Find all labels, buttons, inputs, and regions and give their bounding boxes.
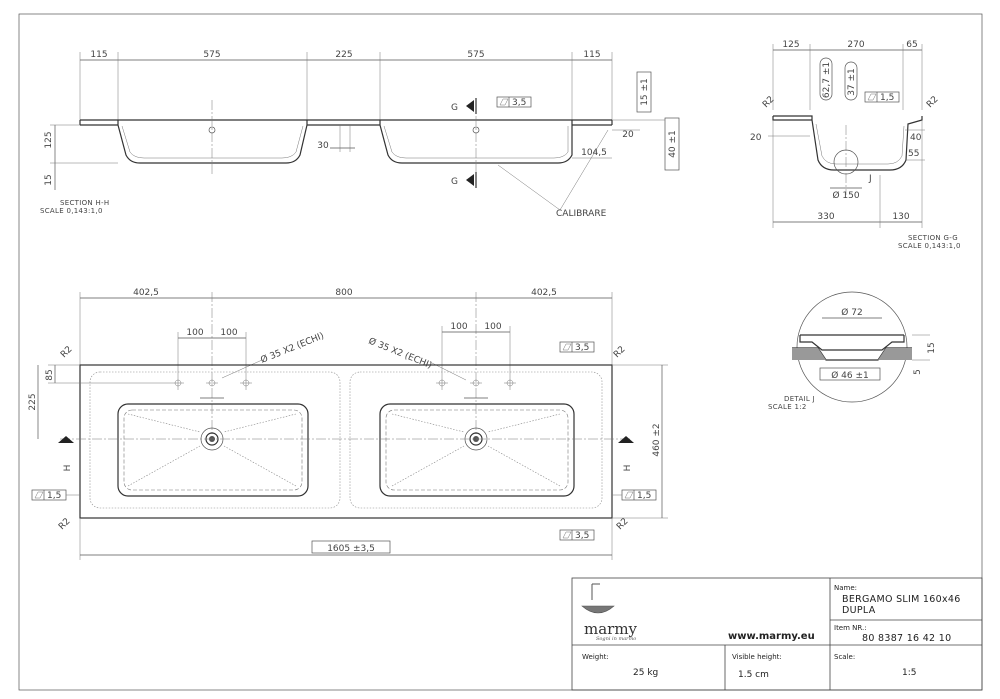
gg-dim-125: 125 — [782, 40, 799, 50]
product-name-line1: BERGAMO SLIM 160x46 — [842, 594, 961, 605]
dim-575-left: 575 — [203, 50, 220, 60]
gg-profile — [773, 115, 923, 171]
basin-left-profile — [117, 120, 308, 164]
plan-dim-1605: 1605 ±3,5 — [327, 544, 375, 554]
scale-value: 1:5 — [902, 668, 916, 678]
plan-flat-3-5-bottom: 3,5 — [575, 531, 589, 541]
plan-dim-402-5-right: 402,5 — [531, 288, 557, 298]
gg-dim-130: 130 — [892, 212, 909, 222]
plan-r2-br: R2 — [615, 517, 631, 533]
dim-15-tol: 15 ±1 — [640, 78, 650, 106]
plan-r2-tr: R2 — [612, 345, 628, 361]
plan-r2-tl: R2 — [59, 345, 75, 361]
plan-flat-1-5-right: 1,5 — [637, 491, 651, 501]
plan-dim-100-d: 100 — [484, 322, 501, 332]
title-block: marmy Sogni in marmo www.marmy.eu Name: … — [571, 577, 983, 691]
visible-height-value: 1.5 cm — [738, 670, 769, 680]
plan-flat-3-5-top: 3,5 — [575, 343, 589, 353]
detail-j-label: DETAIL J — [784, 395, 815, 403]
plan-dim-402-5-left: 402,5 — [133, 288, 159, 298]
dim-30: 30 — [317, 141, 329, 151]
section-g-g-label: SECTION G-G — [908, 234, 958, 242]
weight-value: 25 kg — [633, 668, 658, 678]
name-label: Name: — [834, 584, 857, 592]
plan-dim-100-c: 100 — [450, 322, 467, 332]
detail-dim-15: 15 — [927, 342, 937, 353]
basin-right-profile — [379, 120, 573, 164]
plan-dim-100-b: 100 — [220, 328, 237, 338]
svg-text:1,5: 1,5 — [880, 93, 894, 103]
g-marker-bottom: G — [451, 177, 458, 187]
section-g-g-scale: SCALE 0,143:1,0 — [898, 242, 961, 250]
gg-r2-right: R2 — [925, 95, 941, 111]
plan-dim-85: 85 — [45, 369, 55, 380]
basin-left-outline — [117, 403, 309, 497]
gg-dim-55: 55 — [908, 149, 919, 159]
gg-dim-270: 270 — [847, 40, 864, 50]
dim-575-right: 575 — [467, 50, 484, 60]
scale-label: Scale: — [834, 653, 855, 661]
item-number: 80 8387 16 42 10 — [862, 633, 951, 644]
countertop-outline — [79, 364, 613, 519]
section-h-h: 115 575 225 575 115 125 15 30 — [40, 50, 680, 219]
gg-dim-150: Ø 150 — [832, 190, 859, 201]
sheet-border — [18, 13, 983, 691]
plan-r2-bl: R2 — [57, 517, 73, 533]
section-g-g: 125 270 65 62,7 ±1 37 ±1 1,5 R2 R2 20 40… — [750, 40, 961, 250]
plan-hole-note-left: Ø 35 X2 (ECHI) — [259, 330, 326, 365]
dim-115-right: 115 — [583, 50, 600, 60]
section-h-h-scale: SCALE 0,143:1,0 — [40, 207, 103, 215]
detail-dim-46: Ø 46 ±1 — [831, 370, 869, 381]
gg-dim-37: 37 ±1 — [847, 68, 857, 96]
gg-dim-20: 20 — [750, 133, 762, 143]
dim-20: 20 — [622, 130, 634, 140]
detail-j: Ø 72 Ø 46 ±1 15 5 DETAIL J SCALE 1:2 — [768, 291, 937, 411]
dim-225: 225 — [335, 50, 352, 60]
plan-view: 402,5 800 402,5 100 100 100 100 Ø 35 X2 … — [28, 288, 668, 560]
plan-flat-1-5-left: 1,5 — [47, 491, 61, 501]
plan-dim-460: 460 ±2 — [652, 423, 662, 456]
gg-dim-65: 65 — [906, 40, 917, 50]
dim-15-bottom: 15 — [44, 174, 54, 185]
svg-text:3,5: 3,5 — [512, 98, 526, 108]
product-name-line2: DUPLA — [842, 605, 876, 616]
marmy-basin-icon — [581, 583, 615, 614]
plan-dim-225: 225 — [28, 393, 38, 410]
calibrare-label: CALIBRARE — [556, 209, 607, 219]
gg-dim-330: 330 — [817, 212, 834, 222]
dim-125-height: 125 — [44, 131, 54, 148]
dim-40-tol: 40 ±1 — [668, 130, 678, 158]
detail-dim-72: Ø 72 — [841, 307, 862, 318]
gg-dim-62-7: 62,7 ±1 — [822, 62, 832, 98]
gg-dim-40: 40 — [910, 133, 922, 143]
visible-height-label: Visible height: — [732, 653, 782, 661]
item-label: Item NR.: — [834, 624, 867, 632]
gg-detail-j: J — [868, 174, 872, 184]
plan-dim-800: 800 — [335, 288, 352, 298]
plan-dim-100-a: 100 — [186, 328, 203, 338]
detail-j-scale: SCALE 1:2 — [768, 403, 807, 411]
h-marker-left: H — [63, 465, 73, 472]
weight-label: Weight: — [582, 653, 609, 661]
h-marker-right: H — [623, 465, 633, 472]
basin-right-outline — [379, 403, 575, 497]
plan-hole-note-right: Ø 35 X2 (ECHI) — [367, 336, 434, 371]
brand-logo: marmy — [584, 620, 638, 638]
gg-r2-left: R2 — [761, 95, 777, 111]
section-h-h-label: SECTION H-H — [60, 199, 109, 207]
website-link[interactable]: www.marmy.eu — [728, 631, 815, 642]
brand-tagline: Sogni in marmo — [596, 636, 636, 642]
g-marker-top: G — [451, 103, 458, 113]
dim-115-left: 115 — [90, 50, 107, 60]
flatness-symbol — [496, 96, 532, 108]
detail-dim-5: 5 — [913, 369, 923, 375]
